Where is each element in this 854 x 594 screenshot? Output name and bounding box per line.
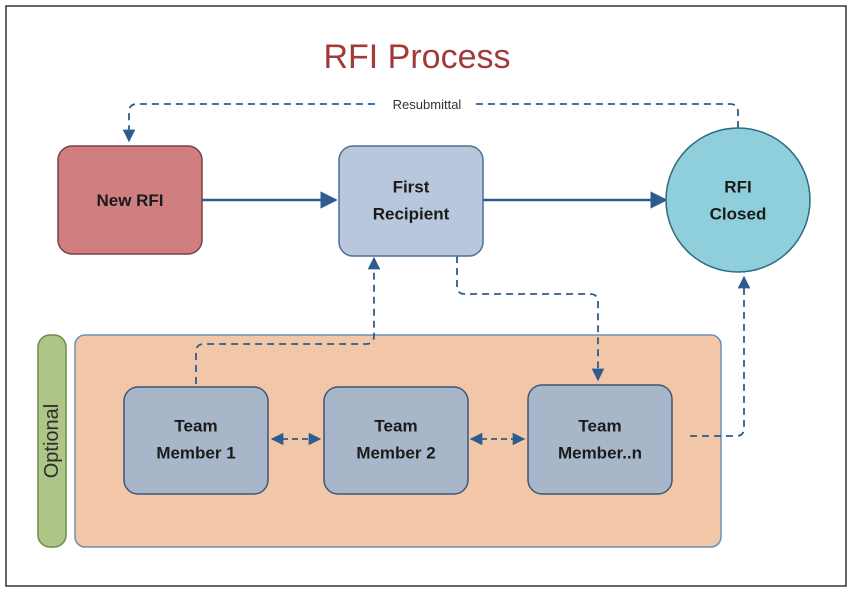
optional-label: Optional (41, 404, 63, 479)
node-label-line: New RFI (96, 191, 163, 210)
svg-text:New RFI: New RFI (96, 191, 163, 210)
node-label-line: Team (174, 417, 217, 436)
node-label-line: Member 1 (156, 444, 235, 463)
node-label-line: Member..n (558, 444, 642, 463)
node-label-line: Recipient (373, 205, 450, 224)
edge-member-n-to-closed (690, 275, 751, 437)
resubmittal-label: Resubmittal (393, 97, 462, 112)
diagram-title: RFI Process (323, 38, 510, 76)
node-label-line: Team (374, 417, 417, 436)
node-new-rfi: New RFI (57, 145, 203, 255)
node-label-line: RFI (724, 178, 751, 197)
node-label-line: Closed (710, 205, 767, 224)
edge-member1-to-recipient (195, 256, 381, 384)
node-rfi-closed: RFI Closed (665, 127, 811, 273)
node-label-line: Member 2 (356, 444, 435, 463)
optional-tab (37, 334, 67, 548)
node-label-line: First (393, 178, 430, 197)
node-label-line: Team (578, 417, 621, 436)
resubmittal-label-bg (380, 96, 474, 112)
